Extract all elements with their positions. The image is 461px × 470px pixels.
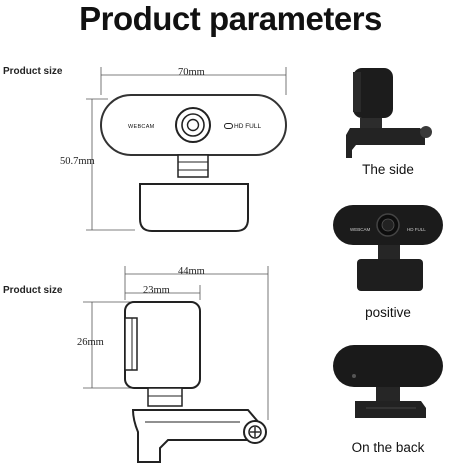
hd-ring-icon: [224, 123, 233, 130]
dim-width-front: 70mm: [178, 67, 205, 78]
product-size-label-top: Product size: [3, 66, 63, 77]
front-hd-label: HD FULL: [234, 123, 262, 130]
dim-depth-body: 23mm: [143, 285, 170, 296]
dim-height-side: 26mm: [77, 337, 104, 348]
side-caption: The side: [362, 162, 414, 177]
positive-caption: positive: [365, 305, 411, 320]
page-title: Product parameters: [79, 0, 382, 37]
positive-webcam-text: WEBCAM: [350, 227, 371, 232]
front-webcam-text: WEBCAM: [128, 124, 155, 130]
dim-height-front: 50.7mm: [60, 156, 95, 167]
dim-depth-total: 44mm: [178, 266, 205, 277]
front-hd-text: HD FULL: [224, 123, 261, 130]
product-size-label-bottom: Product size: [3, 285, 63, 296]
positive-hd-text: HD FULL: [407, 227, 426, 232]
back-caption: On the back: [351, 440, 425, 455]
